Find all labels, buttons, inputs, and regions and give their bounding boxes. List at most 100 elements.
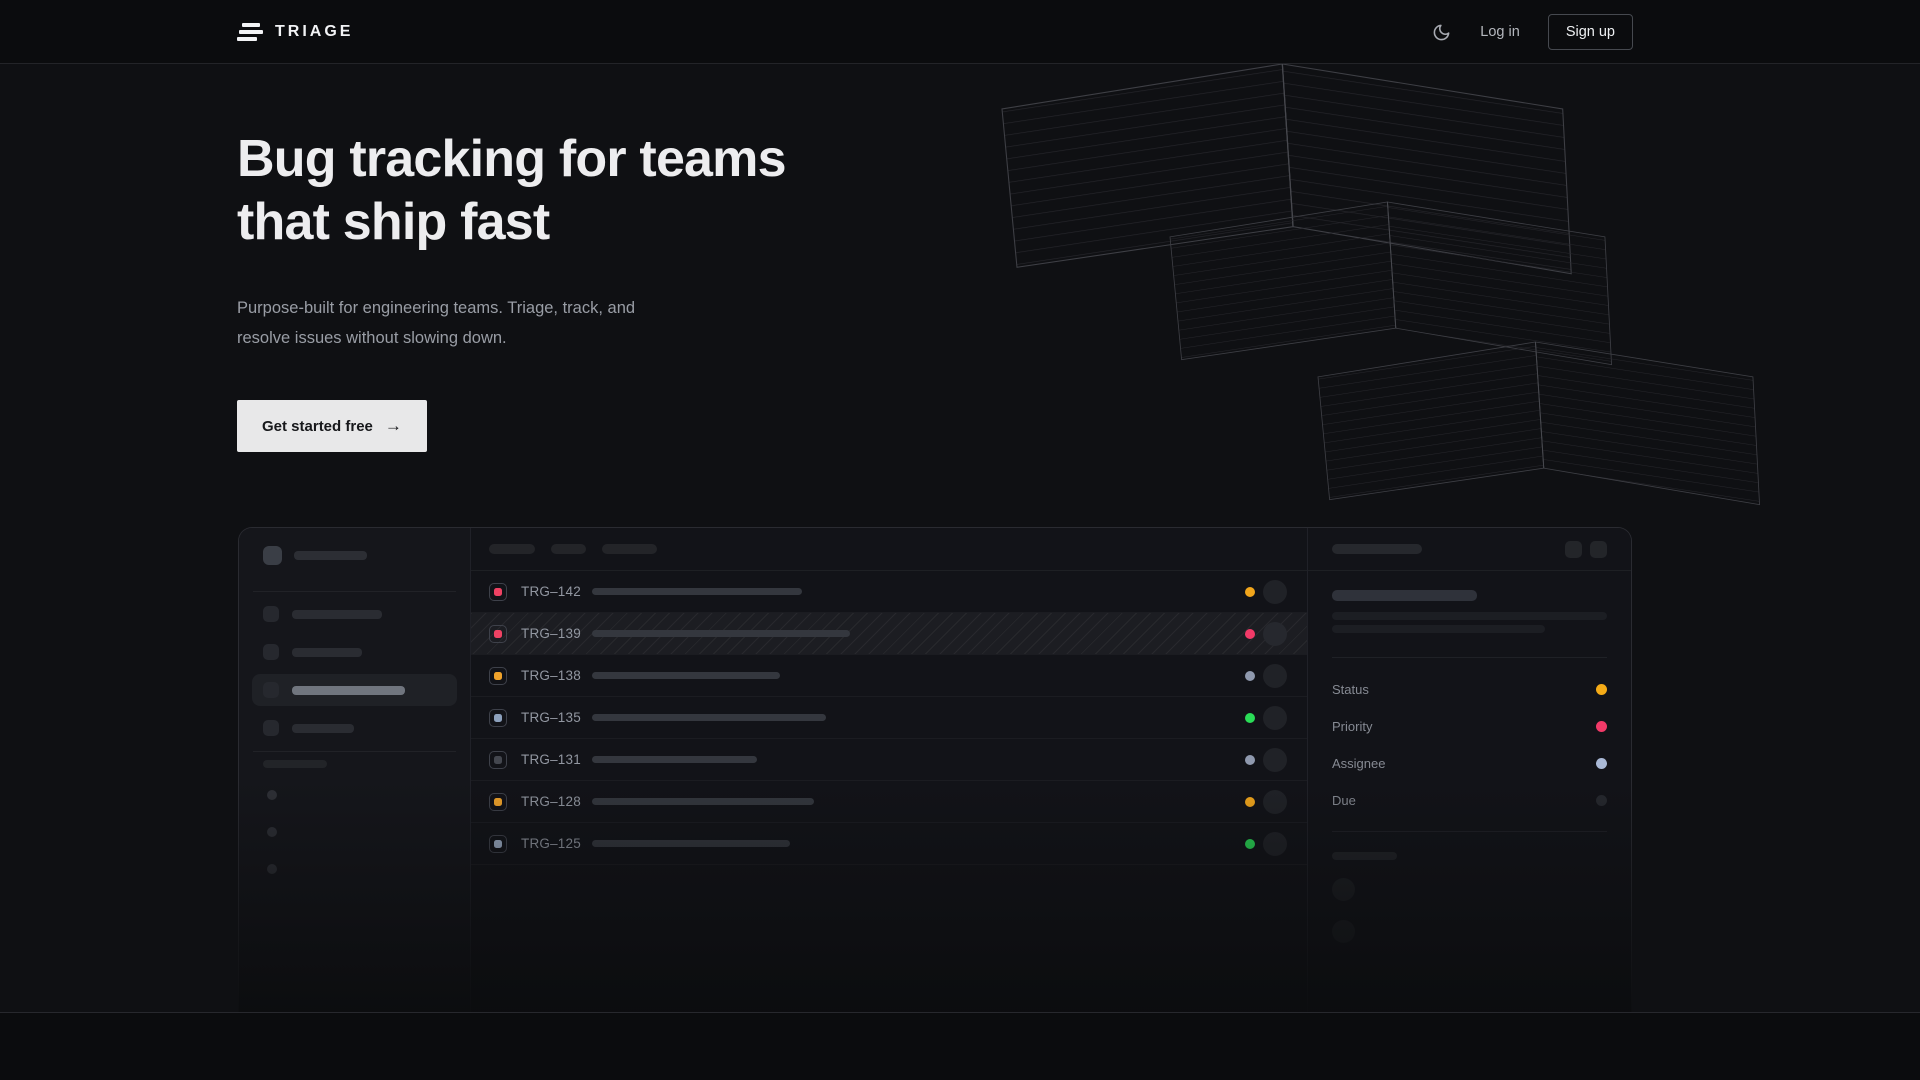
activity-label-skeleton	[1332, 852, 1397, 860]
issue-priority-dot	[1245, 754, 1255, 765]
field-label: Assignee	[1332, 756, 1386, 771]
issue-title-skeleton	[1332, 590, 1477, 601]
subtitle-line-2: resolve issues without slowing down.	[237, 329, 507, 347]
field-value-dot	[1596, 758, 1607, 769]
nav-item-icon	[263, 606, 279, 622]
issue-row[interactable]: TRG–125	[471, 823, 1307, 865]
issue-list-panel: TRG–142 TRG–139 TRG–138 TRG–135	[471, 528, 1308, 1013]
brand-name: TRIAGE	[275, 23, 354, 40]
issue-status-icon	[489, 624, 507, 643]
issue-status-icon-fill	[494, 587, 502, 596]
issue-status-icon	[489, 582, 507, 601]
issue-row[interactable]: TRG–128	[471, 781, 1307, 823]
detail-field-row[interactable]: Due	[1332, 782, 1607, 819]
detail-fields: Status Priority Assignee Due	[1332, 671, 1607, 819]
nav-item-icon	[263, 720, 279, 736]
detail-field-row[interactable]: Assignee	[1332, 745, 1607, 782]
list-toolbar	[471, 528, 1307, 571]
sidebar-item-active[interactable]	[252, 674, 457, 706]
workspace-avatar	[263, 546, 282, 565]
field-value-dot	[1596, 795, 1607, 806]
page-title: Bug tracking for teams that ship fast	[237, 128, 787, 254]
issue-status-icon-fill	[494, 671, 502, 680]
nav-item-label-skeleton	[292, 609, 382, 619]
issue-id: TRG–138	[521, 668, 581, 683]
issue-title-skeleton	[592, 756, 757, 763]
moon-icon[interactable]	[1430, 21, 1452, 43]
issue-title-skeleton	[592, 630, 850, 637]
assignee-avatar	[1263, 747, 1287, 772]
login-link[interactable]: Log in	[1480, 24, 1520, 40]
sidebar-item[interactable]	[252, 633, 457, 671]
field-value-dot	[1596, 684, 1607, 695]
signup-button[interactable]: Sign up	[1547, 14, 1633, 50]
detail-action-button[interactable]	[1565, 540, 1582, 558]
triage-logo-icon	[237, 23, 263, 41]
issue-status-icon	[489, 834, 507, 853]
nav-item-label-skeleton	[292, 647, 362, 657]
toolbar-pill	[551, 544, 586, 554]
get-started-label: Get started free	[262, 417, 373, 435]
subtitle-line-1: Purpose-built for engineering teams. Tri…	[237, 299, 636, 317]
issue-status-icon-fill	[494, 839, 502, 848]
nav-actions: Log in Sign up	[1430, 0, 1633, 64]
issue-priority-dot	[1245, 796, 1255, 807]
issue-row[interactable]: TRG–142	[471, 571, 1307, 613]
workspace-switcher[interactable]	[252, 546, 457, 565]
nav-item-label-skeleton	[292, 685, 405, 695]
detail-header-skeleton	[1332, 544, 1422, 554]
issue-priority-dot	[1245, 712, 1255, 723]
assignee-avatar	[1263, 579, 1287, 604]
sidebar-list-skeleton	[267, 790, 457, 874]
title-line-1: Bug tracking for teams	[237, 130, 787, 188]
list-dot	[267, 790, 277, 800]
sidebar-nav	[252, 595, 457, 747]
assignee-avatar	[1263, 663, 1287, 688]
field-value-dot	[1596, 721, 1607, 732]
issue-title-skeleton	[592, 840, 790, 847]
issue-id: TRG–139	[521, 626, 581, 641]
section-label-skeleton	[263, 760, 327, 768]
sidebar-item[interactable]	[252, 595, 457, 633]
field-label: Due	[1332, 793, 1356, 808]
nav-item-label-skeleton	[292, 723, 354, 733]
workspace-name-skeleton	[294, 551, 367, 560]
arrow-right-icon: →	[384, 416, 402, 435]
assignee-avatar	[1263, 621, 1287, 646]
issue-row[interactable]: TRG–135	[471, 697, 1307, 739]
issue-status-icon	[489, 750, 507, 769]
issue-priority-dot	[1245, 586, 1255, 597]
field-label: Status	[1332, 682, 1369, 697]
issue-priority-dot	[1245, 628, 1255, 639]
assignee-avatar	[1263, 705, 1287, 730]
list-dot	[267, 864, 277, 874]
field-label: Priority	[1332, 719, 1373, 734]
get-started-button[interactable]: Get started free →	[237, 400, 427, 452]
issue-title-skeleton	[592, 672, 780, 679]
detail-field-row[interactable]: Priority	[1332, 708, 1607, 745]
divider	[253, 751, 456, 752]
sidebar-item[interactable]	[252, 709, 457, 747]
assignee-avatar	[1263, 789, 1287, 814]
detail-body: Status Priority Assignee Due	[1308, 571, 1631, 943]
issue-detail-panel: Status Priority Assignee Due	[1308, 528, 1631, 1013]
issue-status-icon-fill	[494, 629, 502, 638]
issue-status-icon-fill	[494, 755, 502, 764]
issue-title-skeleton	[592, 798, 814, 805]
list-dot	[267, 827, 277, 837]
issue-row[interactable]: TRG–139	[471, 613, 1307, 655]
divider	[1332, 831, 1607, 832]
issue-priority-dot	[1245, 838, 1255, 849]
detail-field-row[interactable]: Status	[1332, 671, 1607, 708]
footer-band	[0, 1012, 1920, 1080]
brand-logo[interactable]: TRIAGE	[237, 0, 353, 64]
hero-subtitle: Purpose-built for engineering teams. Tri…	[237, 293, 635, 353]
toolbar-pill	[602, 544, 657, 554]
assignee-avatar	[1263, 831, 1287, 856]
detail-action-button[interactable]	[1590, 540, 1607, 558]
issue-id: TRG–128	[521, 794, 581, 809]
issue-row[interactable]: TRG–131	[471, 739, 1307, 781]
issue-priority-dot	[1245, 670, 1255, 681]
issue-row[interactable]: TRG–138	[471, 655, 1307, 697]
